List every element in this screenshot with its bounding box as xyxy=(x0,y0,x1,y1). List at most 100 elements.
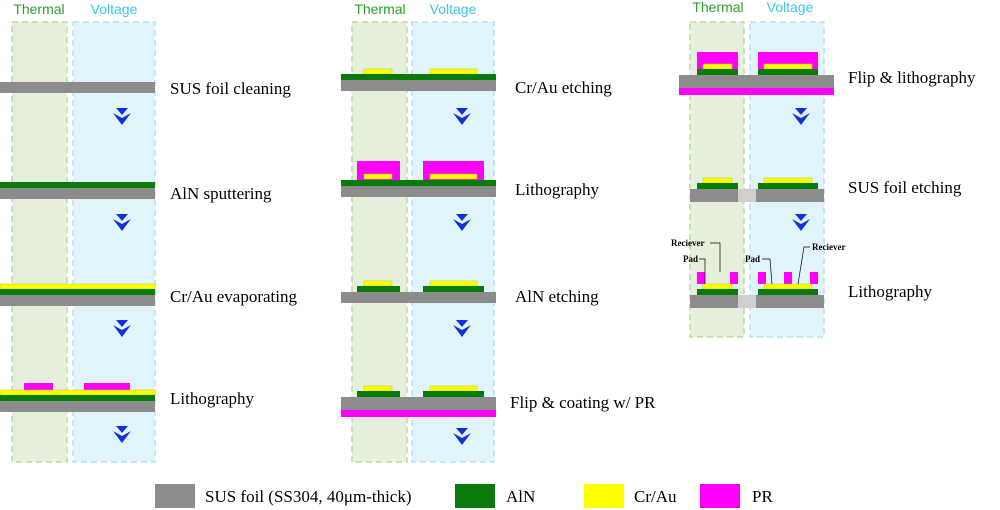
aln-pattern xyxy=(697,69,738,75)
down-arrow-icon xyxy=(453,108,471,125)
pr-pattern xyxy=(810,272,818,284)
stack-sus-etching xyxy=(690,177,824,202)
pr-layer xyxy=(341,410,496,417)
aln-pattern xyxy=(423,391,484,397)
crau-pattern xyxy=(763,177,813,184)
down-arrow-icon xyxy=(113,320,131,337)
crau-pattern xyxy=(363,173,393,180)
stack-lithography-2 xyxy=(341,161,496,197)
step-label: AlN sputtering xyxy=(170,184,272,203)
sus-layer xyxy=(341,397,496,410)
callouts: Reciever Pad Pad Reciever xyxy=(671,238,845,285)
crau-pattern xyxy=(763,63,813,70)
step-label: Lithography xyxy=(170,389,255,408)
crau-pattern xyxy=(702,283,733,290)
down-arrow-icon xyxy=(113,214,131,231)
aln-layer xyxy=(341,180,496,186)
crau-layer xyxy=(0,283,156,290)
pr-layer xyxy=(679,88,834,95)
callout-reciever-left: Reciever xyxy=(671,238,704,248)
sus-layer xyxy=(0,82,155,93)
sus-layer xyxy=(0,188,155,199)
callout-pad-right: Pad xyxy=(745,254,760,264)
step-label: AlN etching xyxy=(515,287,599,306)
pr-pattern xyxy=(730,272,738,284)
aln-pattern xyxy=(357,286,400,292)
stack-aln-sputtering xyxy=(0,182,155,199)
crau-pattern xyxy=(363,280,393,287)
sus-layer xyxy=(0,401,155,412)
down-arrow-icon xyxy=(792,108,810,125)
sus-layer xyxy=(341,186,496,197)
sus-layer xyxy=(341,80,496,91)
aln-pattern xyxy=(758,69,818,75)
sus-layer xyxy=(341,292,496,303)
stack-lithography-1 xyxy=(0,383,156,412)
stack-aln-etching xyxy=(341,280,496,303)
legend-swatch-pr xyxy=(700,484,740,508)
legend-swatch-sus xyxy=(155,484,195,508)
aln-layer xyxy=(0,289,155,295)
stack-crau-evaporating xyxy=(0,283,156,306)
stack-sus-cleaning xyxy=(0,82,155,93)
down-arrow-icon xyxy=(453,428,471,445)
crau-pattern xyxy=(429,385,478,392)
etched-gap xyxy=(738,295,756,308)
callout-pad-left: Pad xyxy=(683,254,698,264)
step-label: Cr/Au evaporating xyxy=(170,287,297,306)
pr-pattern xyxy=(784,272,792,284)
sus-layer xyxy=(679,75,834,88)
pr-pattern xyxy=(24,383,53,390)
thermal-label: Thermal xyxy=(354,1,405,17)
sus-layer xyxy=(0,295,155,306)
crau-pattern xyxy=(363,385,393,392)
down-arrow-icon xyxy=(113,426,131,443)
step-label: Flip & coating w/ PR xyxy=(510,393,656,412)
etched-gap xyxy=(738,189,756,202)
down-arrow-icon xyxy=(792,214,810,231)
legend-swatch-aln xyxy=(455,484,495,508)
aln-pattern xyxy=(697,289,738,295)
aln-pattern xyxy=(423,286,484,292)
stack-flip-coating xyxy=(341,385,496,417)
panel-2: Thermal Voltage Cr/Au etching Lithograph… xyxy=(341,1,656,463)
crau-pattern xyxy=(763,283,813,290)
pr-pattern xyxy=(758,272,766,284)
leader-line xyxy=(699,258,706,284)
step-label: Flip & lithography xyxy=(848,68,976,87)
legend-label-pr: PR xyxy=(752,487,773,506)
step-label: SUS foil etching xyxy=(848,178,962,197)
pr-pattern xyxy=(84,383,130,390)
crau-pattern xyxy=(429,68,478,75)
sus-layer xyxy=(690,189,738,202)
aln-pattern xyxy=(758,183,818,189)
sus-layer xyxy=(756,295,824,308)
step-label: Lithography xyxy=(848,282,933,301)
crau-pattern xyxy=(429,280,478,287)
stack-lithography-3 xyxy=(690,272,824,308)
leader-line xyxy=(797,246,810,285)
legend-label-sus: SUS foil (SS304, 40μm-thick) xyxy=(205,487,412,506)
step-label: Cr/Au etching xyxy=(515,78,612,97)
legend-swatch-crau xyxy=(584,484,624,508)
crau-pattern xyxy=(429,173,478,180)
aln-pattern xyxy=(697,183,738,189)
thermal-label: Thermal xyxy=(13,1,64,17)
aln-layer xyxy=(341,74,496,80)
voltage-label: Voltage xyxy=(91,1,138,17)
step-label: SUS foil cleaning xyxy=(170,79,291,98)
crau-pattern xyxy=(702,63,733,70)
voltage-region xyxy=(411,21,495,463)
legend-label-aln: AlN xyxy=(506,487,535,506)
sus-layer xyxy=(690,295,738,308)
leader-line xyxy=(710,242,721,272)
legend-label-crau: Cr/Au xyxy=(634,487,677,506)
aln-pattern xyxy=(357,391,400,397)
legend: SUS foil (SS304, 40μm-thick) AlN Cr/Au P… xyxy=(155,484,773,508)
aln-layer xyxy=(0,395,155,401)
crau-pattern xyxy=(702,177,733,184)
voltage-label: Voltage xyxy=(767,0,814,15)
crau-pattern xyxy=(363,68,393,75)
